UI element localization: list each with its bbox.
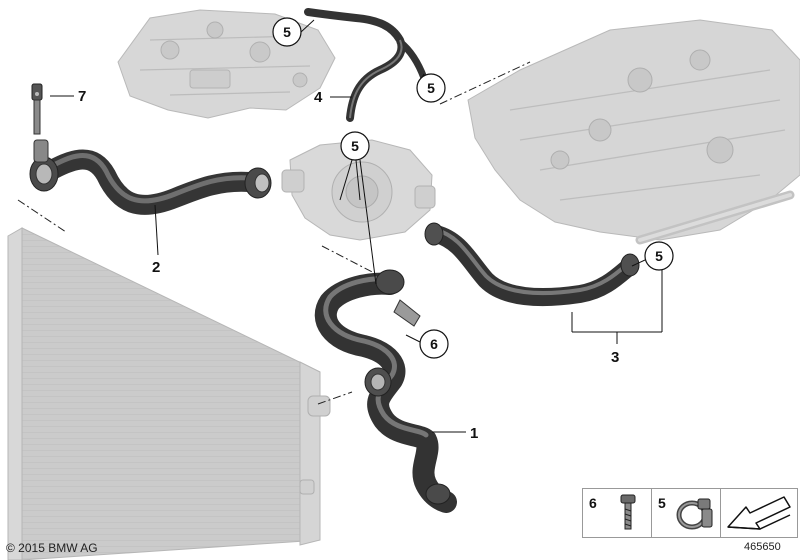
assembly-guide-lines <box>17 61 531 405</box>
callout-7[interactable]: 7 <box>78 88 86 105</box>
sensor-7[interactable] <box>31 83 43 135</box>
svg-text:5: 5 <box>283 24 291 40</box>
radiator-ghost <box>7 227 331 560</box>
legend-arrow <box>720 488 798 538</box>
legend-screw[interactable]: 6 <box>582 488 652 538</box>
callout-6[interactable]: 6 <box>419 329 449 359</box>
callout-4[interactable]: 4 <box>314 89 323 106</box>
screw-icon <box>620 494 636 530</box>
figure-id: 465650 <box>744 541 781 553</box>
copyright-notice: © 2015 BMW AG <box>6 541 98 555</box>
legend-clamp-number: 5 <box>658 495 666 511</box>
callout-1[interactable]: 1 <box>470 425 478 442</box>
svg-text:5: 5 <box>655 248 663 264</box>
callout-5-right[interactable]: 5 <box>644 241 674 271</box>
legend-screw-number: 6 <box>589 495 597 511</box>
callout-5-right-top[interactable]: 5 <box>416 73 446 103</box>
callout-2[interactable]: 2 <box>152 259 160 276</box>
hose-1[interactable] <box>314 269 457 513</box>
svg-text:5: 5 <box>427 80 435 96</box>
callout-5-center[interactable]: 5 <box>340 131 370 161</box>
legend-clamp[interactable]: 5 <box>651 488 721 538</box>
hose-4[interactable] <box>304 8 428 122</box>
svg-text:5: 5 <box>351 138 359 154</box>
hose-2[interactable] <box>29 139 272 215</box>
hose-clamp-icon <box>676 498 713 530</box>
callout-3[interactable]: 3 <box>611 349 619 366</box>
hose-3[interactable] <box>424 222 640 306</box>
callout-5-top[interactable]: 5 <box>272 17 302 47</box>
engine-block-right-ghost <box>467 19 800 245</box>
arrow-icon <box>727 496 791 530</box>
callout-leaders <box>50 19 663 433</box>
svg-text:6: 6 <box>430 336 438 352</box>
engine-block-upper-ghost <box>117 9 336 119</box>
